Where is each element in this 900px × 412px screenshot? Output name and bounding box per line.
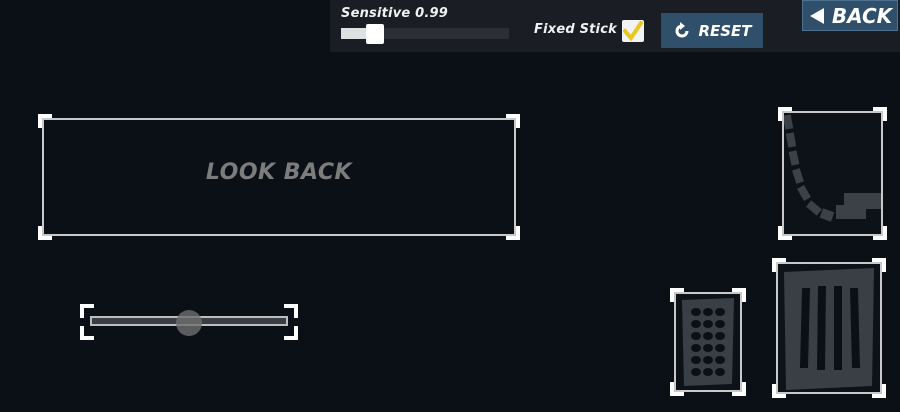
sensitive-label: Sensitive 0.99: [341, 6, 448, 21]
resize-corner[interactable]: [872, 258, 886, 272]
resize-corner[interactable]: [778, 107, 792, 121]
resize-corner[interactable]: [732, 288, 746, 302]
resize-corner[interactable]: [778, 226, 792, 240]
resize-corner[interactable]: [38, 114, 52, 128]
steering-control-frame[interactable]: [80, 304, 298, 340]
resize-corner[interactable]: [506, 114, 520, 128]
handbrake-control[interactable]: [778, 107, 887, 240]
brake-pedal-control[interactable]: [670, 288, 746, 396]
look-back-label: LOOK BACK: [205, 160, 353, 185]
resize-corner[interactable]: [506, 226, 520, 240]
sensitive-slider[interactable]: [341, 24, 509, 44]
resize-corner[interactable]: [284, 326, 298, 340]
reset-label: RESET: [698, 21, 752, 40]
resize-corner[interactable]: [873, 226, 887, 240]
gas-pedal-icon: [784, 268, 874, 390]
gas-pedal-control[interactable]: [772, 258, 886, 398]
resize-corner[interactable]: [38, 226, 52, 240]
brake-pedal-icon: [682, 298, 734, 386]
resize-corner[interactable]: [670, 288, 684, 302]
resize-corner[interactable]: [80, 304, 94, 318]
sensitive-slider-fill: [341, 28, 375, 39]
handbrake-icon: [784, 114, 881, 222]
resize-corner[interactable]: [284, 304, 298, 318]
resize-corner[interactable]: [772, 258, 786, 272]
resize-corner[interactable]: [772, 384, 786, 398]
reset-icon: [675, 21, 689, 37]
steering-slider-knob[interactable]: [176, 310, 202, 336]
reset-button[interactable]: RESET: [661, 13, 763, 48]
look-back-control[interactable]: LOOK BACK: [38, 114, 520, 240]
back-button[interactable]: BACK: [802, 0, 898, 31]
back-label: BACK: [831, 3, 893, 28]
fixed-stick-checkbox[interactable]: [622, 20, 644, 42]
fixed-stick-label: Fixed Stick: [534, 22, 617, 37]
resize-corner[interactable]: [732, 382, 746, 396]
resize-corner[interactable]: [670, 382, 684, 396]
resize-corner[interactable]: [80, 326, 94, 340]
back-arrow-icon: [809, 7, 824, 24]
checkmark-icon: [623, 21, 643, 41]
sensitive-slider-handle[interactable]: [365, 24, 384, 44]
resize-corner[interactable]: [872, 384, 886, 398]
resize-corner[interactable]: [873, 107, 887, 121]
